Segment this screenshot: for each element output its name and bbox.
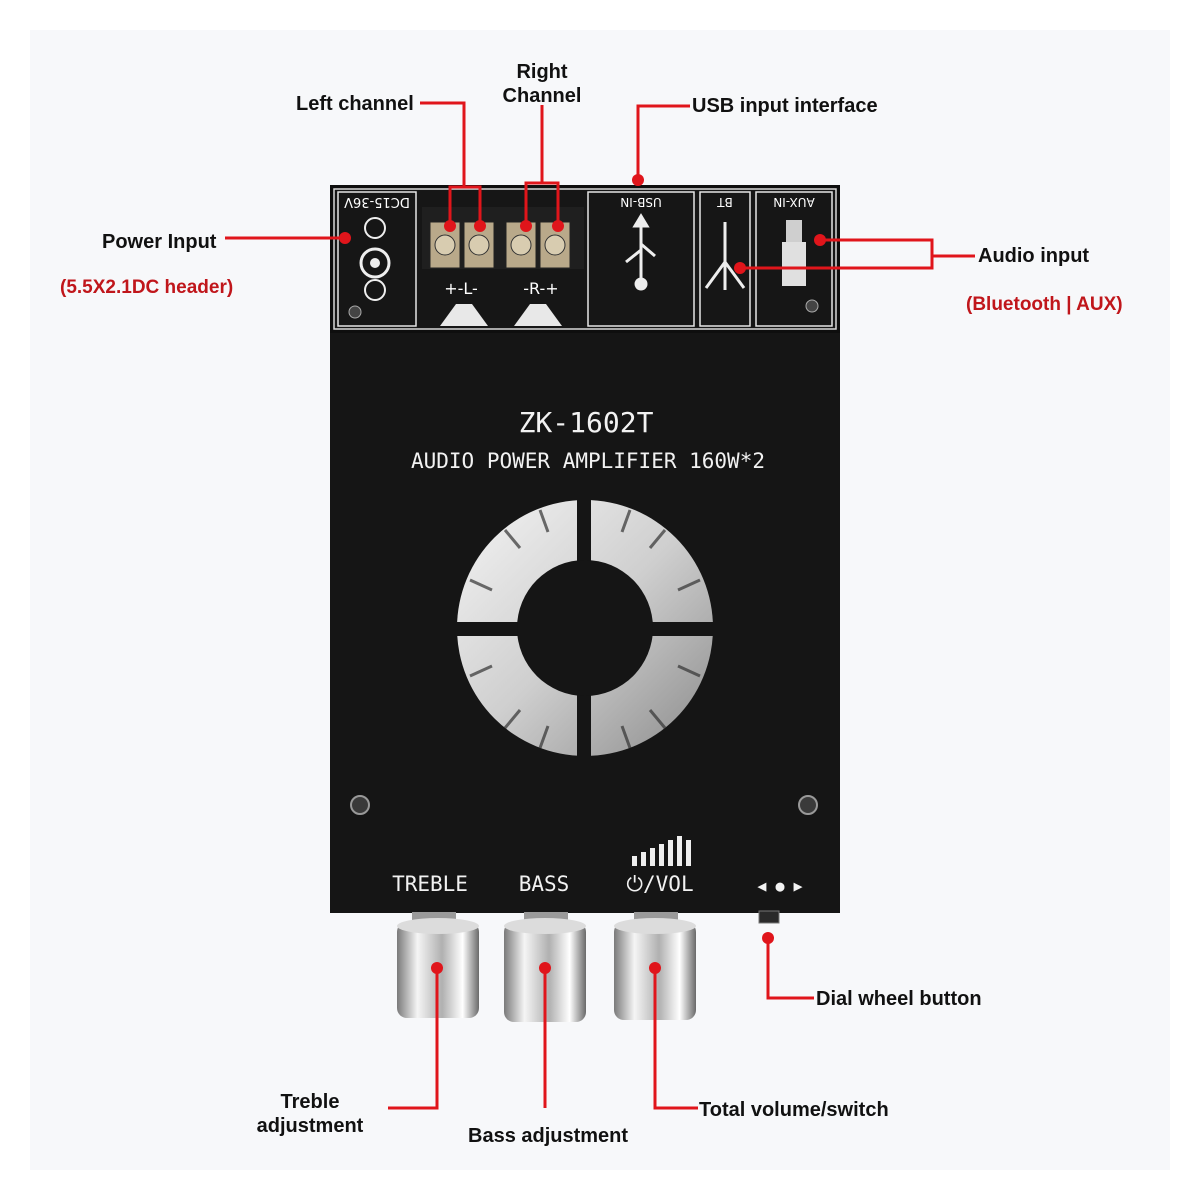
screw-icon [350, 795, 370, 815]
total-volume-label: Total volume/switch [699, 1099, 889, 1121]
usb-icon [625, 213, 656, 291]
left-terminal-label: +-L- [444, 279, 478, 298]
input-ports: USB-IN BT AUX-IN [587, 191, 833, 327]
vol-silk-label: ⏻/VOL [626, 872, 693, 896]
usb-input-label: USB input interface [692, 95, 878, 117]
volume-level-icon [632, 836, 691, 866]
right-channel-label-line2: Channel [502, 85, 582, 107]
bt-label: BT [717, 195, 733, 209]
dial-silk-symbol: ◀ ● ▶ [757, 877, 802, 895]
treble-label-line1: Treble [280, 1091, 340, 1113]
bluetooth-antenna-icon [704, 222, 746, 290]
heatsink-fan [452, 495, 718, 761]
bass-adjustment-label: Bass adjustment [468, 1125, 629, 1147]
power-input-label: Power Input [102, 231, 217, 253]
audio-input-label: Audio input [978, 245, 1090, 267]
aux-label: AUX-IN [773, 195, 814, 209]
usb-port-label: USB-IN [620, 195, 661, 209]
callout-lines [225, 101, 975, 1110]
amplifier-board: ZK-1602T AUDIO POWER AMPLIFIER 160W*2 [330, 333, 840, 913]
right-terminal-label: -R-+ [523, 279, 558, 298]
bass-silk-label: BASS [519, 872, 570, 896]
aux-jack-icon [782, 220, 819, 313]
dial-wheel-button[interactable] [758, 910, 780, 924]
left-channel-label: Left channel [296, 93, 414, 115]
right-channel-label-line1: Right [516, 61, 568, 83]
connector-strip: DC15-36V +-L- -R-+ [330, 185, 840, 333]
callout-dots [339, 174, 826, 974]
dial-wheel-label: Dial wheel button [816, 988, 982, 1010]
model-subtitle: AUDIO POWER AMPLIFIER 160W*2 [411, 449, 765, 473]
screw-icon [798, 795, 818, 815]
right-channel-label: Right Channel [492, 60, 592, 108]
model-name: ZK-1602T [519, 406, 654, 439]
dc-jack: DC15-36V [337, 191, 417, 327]
audio-input-sublabel: (Bluetooth | AUX) [966, 294, 1123, 315]
dc-voltage-label: DC15-36V [344, 194, 410, 209]
treble-label-line2: adjustment [256, 1115, 364, 1137]
speaker-terminals: +-L- -R-+ [422, 207, 584, 326]
treble-adjustment-label: Treble adjustment [244, 1090, 376, 1138]
power-input-sublabel: (5.5X2.1DC header) [60, 277, 234, 298]
treble-silk-label: TREBLE [392, 872, 468, 896]
